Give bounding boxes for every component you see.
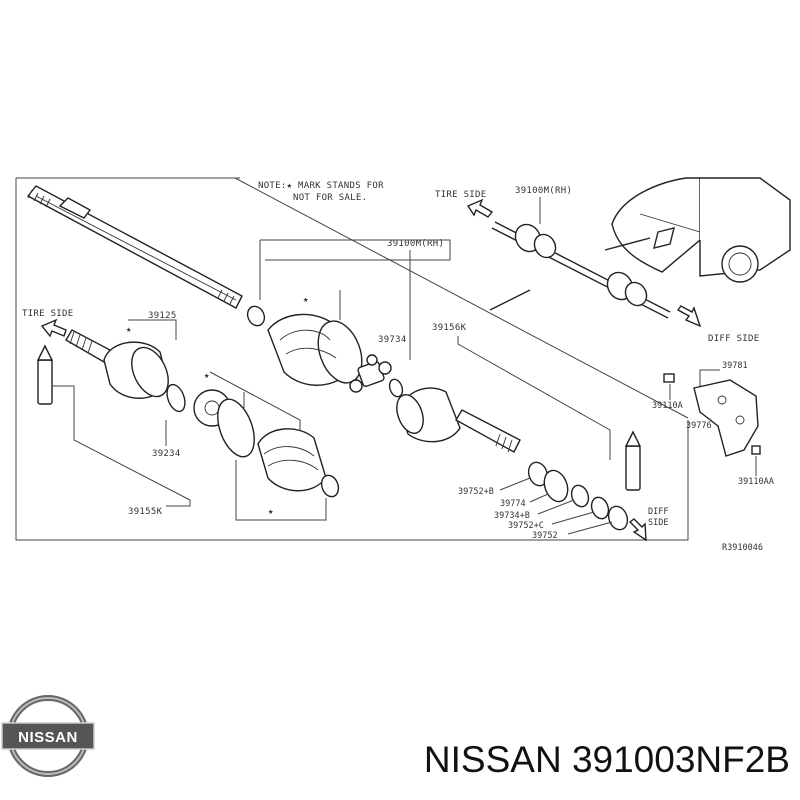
tire-side-label-top: TIRE SIDE — [435, 190, 486, 200]
frame-diagonal — [234, 177, 689, 419]
boot-band-large — [217, 398, 255, 458]
grease-tube-right — [624, 430, 642, 491]
clamp-lower-small — [320, 474, 340, 498]
star-mark-icon: ★ — [204, 371, 210, 381]
shaft-assembly-top-right — [491, 221, 671, 319]
p39110a-label: 39110A — [652, 401, 683, 411]
boot-lower — [257, 428, 327, 492]
diff-side-label-bottom-1: DIFF — [648, 507, 668, 517]
diagram-frame — [15, 178, 689, 541]
circlip-39734 — [388, 378, 404, 398]
boot-upper-outer — [267, 313, 363, 386]
logo-text: NISSAN — [18, 729, 78, 746]
assembly-pointer — [489, 289, 531, 311]
ring-39734b — [570, 484, 590, 508]
seal-39752 — [607, 505, 629, 531]
bracket-39781 — [663, 373, 761, 457]
direction-arrow-icon — [676, 305, 702, 328]
inner-joint-39156k — [396, 387, 521, 453]
outer-joint-left — [65, 329, 169, 399]
car-sketch — [611, 177, 791, 283]
shaft-assembly-left — [26, 185, 243, 309]
p39734b-label: 39734+B — [494, 511, 530, 521]
p39781-label: 39781 — [722, 361, 748, 371]
p39776-label: 39776 — [686, 421, 712, 431]
direction-arrow-icon — [466, 198, 494, 218]
note-line-1: NOTE:★ MARK STANDS FOR — [258, 181, 384, 191]
seal-39752b — [527, 461, 549, 487]
reference-code: R3910046 — [722, 543, 763, 553]
clamp-39234 — [166, 383, 186, 413]
p39234-label: 39234 — [152, 449, 181, 459]
p39752c-label: 39752+C — [508, 521, 544, 531]
p39100m-rh-mid: 39100M(RH) — [387, 239, 444, 249]
nissan-logo-icon: NISSAN — [1, 695, 95, 777]
p39774-label: 39774 — [500, 499, 526, 509]
p39752-label: 39752 — [532, 531, 558, 541]
direction-arrow-icon — [40, 318, 67, 338]
seal-39752c — [590, 496, 610, 520]
diff-side-label-bottom-2: SIDE — [648, 518, 668, 528]
brand-caption: NISSAN 391003NF2B — [424, 739, 790, 780]
star-mark-icon: ★ — [303, 295, 309, 305]
p39110aa-label: 39110AA — [738, 477, 774, 487]
direction-arrow-icon — [628, 518, 647, 542]
p39156k-label: 39156K — [432, 323, 467, 333]
p39155k-label: 39155K — [128, 507, 163, 517]
p39734-label: 39734 — [378, 335, 407, 345]
diff-side-label-top: DIFF SIDE — [708, 334, 759, 344]
star-mark-icon: ★ — [268, 507, 274, 517]
p39752b-label: 39752+B — [458, 487, 494, 497]
ring-39774 — [543, 469, 569, 503]
spider-39734 — [349, 354, 392, 393]
star-mark-icon: ★ — [126, 325, 132, 335]
grease-tube-left — [36, 344, 54, 405]
car-pointer — [604, 237, 651, 251]
tire-side-label-left: TIRE SIDE — [22, 309, 73, 319]
clamp-small-upper — [246, 305, 266, 327]
note-line-2: NOT FOR SALE. — [293, 193, 367, 203]
p39125-label: 39125 — [148, 311, 177, 321]
p39100m-rh-top: 39100M(RH) — [515, 186, 572, 196]
